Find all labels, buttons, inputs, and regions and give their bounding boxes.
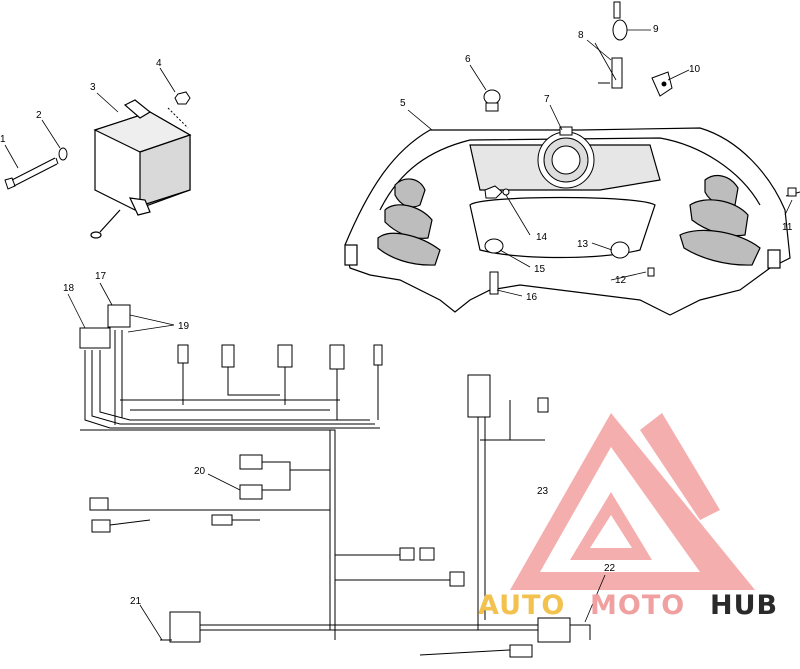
nut-part [167, 91, 191, 129]
callout-2: 2 [36, 110, 42, 121]
washer-part [58, 147, 68, 161]
callout-10: 10 [689, 64, 701, 75]
watermark-logo [510, 413, 755, 590]
callout-18: 18 [63, 283, 75, 294]
bracket-part [651, 71, 673, 97]
callout-3: 3 [90, 82, 96, 93]
callout-5: 5 [400, 98, 406, 109]
callout-11: 11 [782, 222, 793, 233]
callout-23: 23 [537, 486, 549, 497]
callout-21: 21 [130, 596, 142, 607]
wiring-harness [79, 304, 591, 658]
watermark-hub: HUB [710, 590, 778, 621]
callout-6: 6 [465, 54, 471, 65]
callout-9: 9 [653, 24, 659, 35]
callout-14: 14 [536, 232, 548, 243]
watermark-auto: AUTO [478, 590, 565, 621]
callout-7: 7 [544, 94, 550, 105]
leader-lines [4, 29, 793, 641]
switch-parts [484, 185, 800, 295]
bolt-part [4, 157, 59, 190]
regulator-part [90, 99, 192, 239]
callout-15: 15 [534, 264, 546, 275]
callout-19: 19 [178, 321, 190, 332]
callout-12: 12 [615, 275, 627, 286]
gauge-part [537, 126, 595, 189]
callout-20: 20 [194, 466, 206, 477]
watermark-moto: MOTO [590, 590, 685, 621]
grommet-part [483, 89, 501, 112]
callout-17: 17 [95, 271, 107, 282]
watermark-text: AUTO MOTO HUB [478, 590, 778, 621]
callout-1: 1 [0, 134, 6, 145]
callout-16: 16 [526, 292, 538, 303]
callout-4: 4 [156, 58, 162, 69]
bulb-socket-part [598, 1, 628, 89]
callout-22: 22 [604, 563, 616, 574]
callout-13: 13 [577, 239, 589, 250]
callout-8: 8 [578, 30, 584, 41]
dash-panel-part [344, 127, 791, 316]
